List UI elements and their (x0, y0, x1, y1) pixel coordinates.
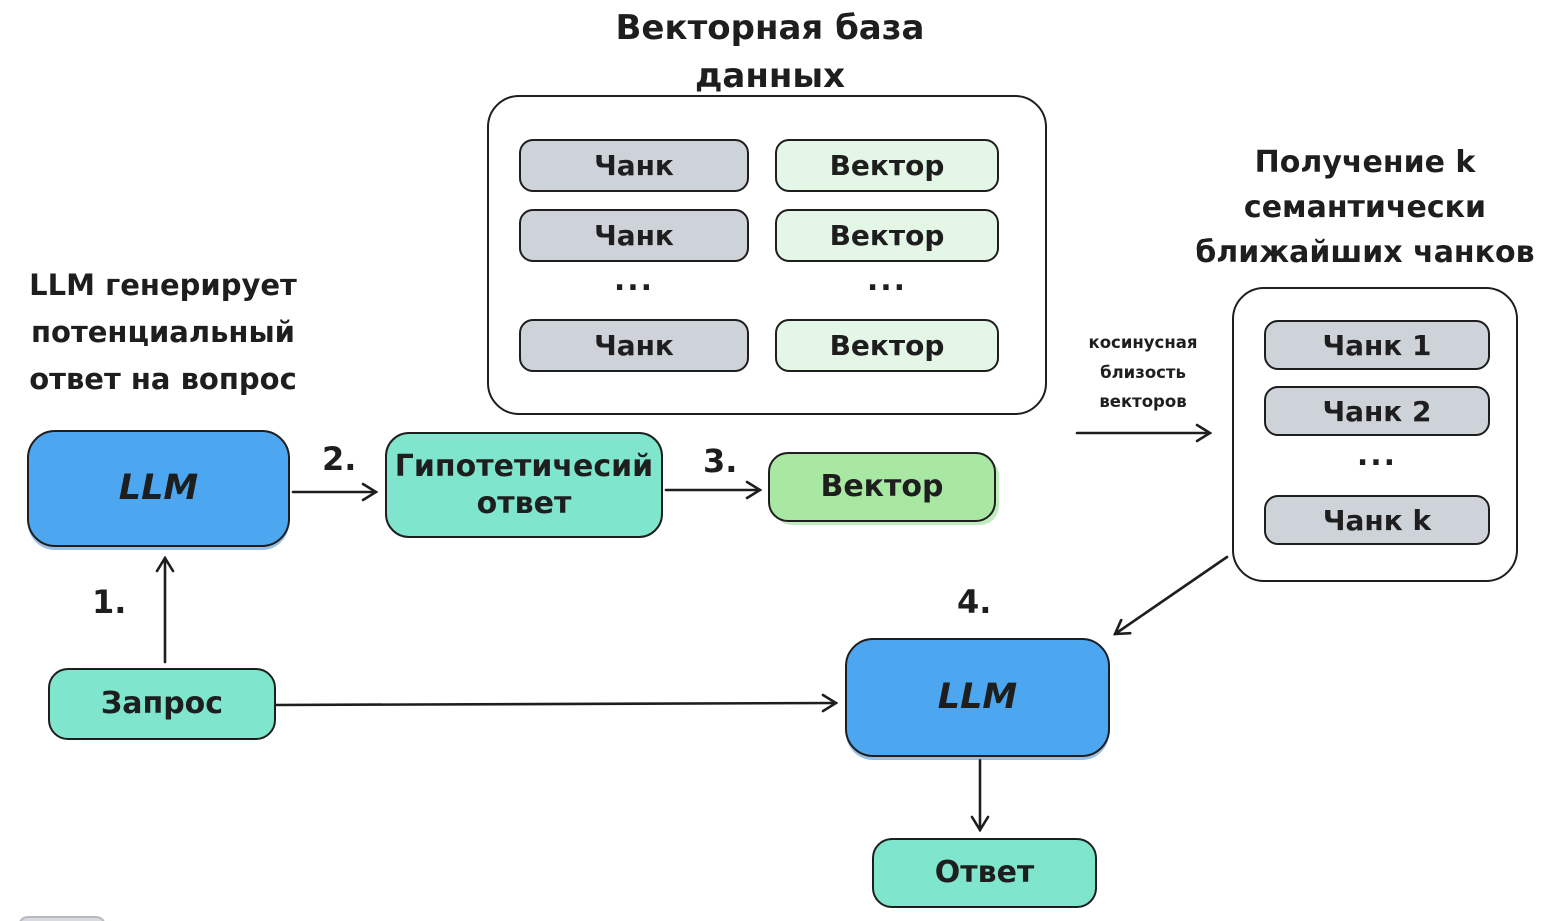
db-chunk-pill: Чанк (519, 319, 749, 372)
step-1-label: 1. (92, 583, 127, 621)
step-4-label: 4. (957, 583, 992, 621)
vector-db-title: Векторная база данных (570, 4, 970, 100)
cosine-label-line: косинусная (1088, 333, 1198, 352)
hypothetical-answer-node: Гипотетичесий ответ (385, 432, 663, 538)
cropped-partial-shape (18, 916, 106, 921)
retrieval-title-line: Получение k (1254, 145, 1476, 180)
db-vector-pill: Вектор (775, 139, 999, 192)
retrieval-title-line: ближайших чанков (1195, 235, 1535, 270)
left-note-line: ответ на вопрос (29, 362, 297, 396)
left-note-line: LLM генерирует (29, 268, 297, 302)
hypothetical-answer-line: Гипотетичесий (394, 448, 654, 484)
retrieved-chunk-pill: Чанк k (1264, 495, 1490, 545)
db-chunk-ellipsis: ... (613, 263, 655, 298)
vector-db-title-line: Векторная база (615, 8, 925, 48)
cosine-similarity-label: косинусная близость векторов (1070, 328, 1216, 417)
arrow-query-to-llm-bottom (270, 703, 836, 705)
step-2-label: 2. (322, 440, 357, 478)
cosine-label-line: векторов (1099, 392, 1187, 412)
retrieval-title: Получение k семантически ближайших чанко… (1185, 140, 1545, 275)
retrieved-chunk-pill: Чанк 2 (1264, 386, 1490, 436)
cosine-label-line: близость (1100, 362, 1186, 382)
db-chunk-pill: Чанк (519, 139, 749, 192)
retrieval-title-line: семантически (1243, 190, 1487, 225)
step-3-label: 3. (703, 442, 738, 480)
retrieved-chunk-ellipsis: ... (1356, 438, 1398, 473)
retrieved-chunk-pill: Чанк 1 (1264, 320, 1490, 370)
arrow-chunks-to-llm-bottom (1115, 555, 1229, 634)
vector-db-container: Чанк Чанк ... Чанк Вектор Вектор ... Век… (487, 95, 1047, 415)
hypothetical-answer-line: ответ (476, 486, 572, 521)
vector-db-title-line: данных (694, 56, 846, 96)
llm-bottom-node: LLM (845, 638, 1110, 757)
db-chunk-pill: Чанк (519, 209, 749, 262)
answer-node: Ответ (872, 838, 1097, 908)
retrieval-container: Чанк 1 Чанк 2 ... Чанк k (1232, 287, 1518, 582)
left-note: LLM генерирует потенциальный ответ на во… (4, 262, 322, 403)
llm-top-node: LLM (27, 430, 290, 547)
vector-node: Вектор (768, 452, 996, 522)
db-vector-pill: Вектор (775, 209, 999, 262)
left-note-line: потенциальный (30, 315, 296, 349)
query-node: Запрос (48, 668, 276, 740)
db-vector-pill: Вектор (775, 319, 999, 372)
db-vector-ellipsis: ... (866, 263, 908, 298)
